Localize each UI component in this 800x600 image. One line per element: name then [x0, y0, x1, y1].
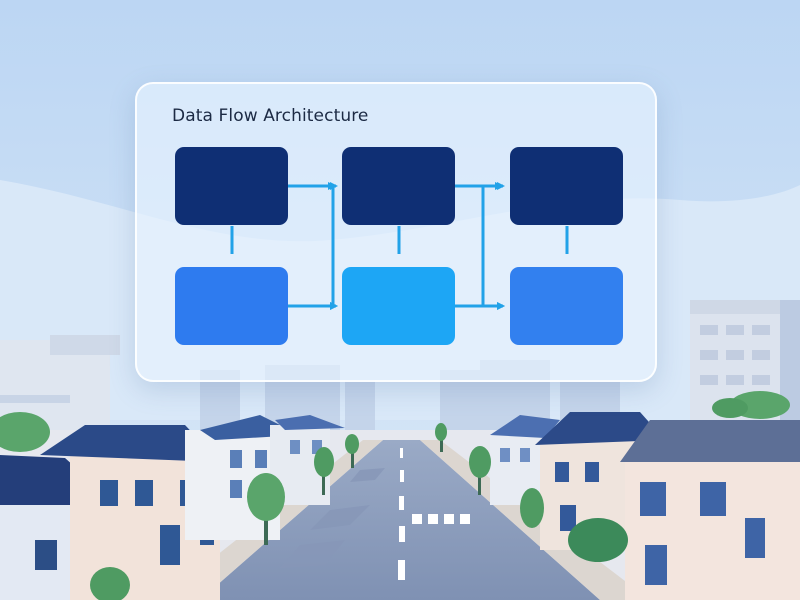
house-right-front	[620, 420, 800, 600]
road-shadows	[280, 468, 385, 568]
box-bottom-3	[510, 267, 623, 345]
box-bottom-2	[342, 267, 455, 345]
box-top-2	[342, 147, 455, 225]
box-top-1	[175, 147, 288, 225]
crosswalk	[412, 514, 470, 524]
diagram-title: Data Flow Architecture	[172, 106, 369, 126]
box-bottom-1	[175, 267, 288, 345]
road-center-dashes	[398, 448, 405, 580]
flow-diagram	[175, 147, 623, 345]
diagram-panel: Data Flow Architecture	[135, 82, 657, 382]
box-top-3	[510, 147, 623, 225]
trees	[0, 391, 790, 600]
